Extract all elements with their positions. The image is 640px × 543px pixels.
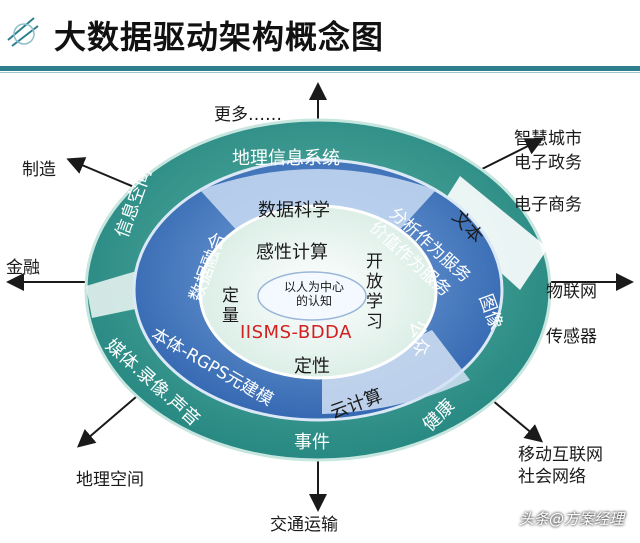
label-mobile-internet: 移动互联网 [518,445,603,465]
label-sensor: 传感器 [546,327,597,347]
core-model: IISMS-BDDA [240,322,352,343]
core-center: 以人为中心的认知 [283,280,344,308]
ring-outer-top: 地理信息系统 [232,148,340,169]
core-bottom: 定性 [294,356,330,377]
label-social-network: 社会网络 [518,467,586,487]
logo-icon [7,17,39,47]
label-manufacturing: 制造 [22,160,56,180]
title-rule [0,66,640,71]
label-finance: 金融 [6,258,40,278]
ring-middle-top: 数据科学 [258,200,330,221]
label-transport: 交通运输 [270,515,338,535]
watermark: 头条@方案经理 [518,510,624,528]
outer-ring-gap-left [86,270,140,318]
core-top: 感性计算 [256,242,328,263]
ring-outer-bottom: 事件 [294,432,330,453]
title-rule-thin [0,72,640,73]
center-bubble [257,271,367,321]
outer-ring-gap-right [436,176,548,290]
label-ecommerce: 电子商务 [514,195,582,215]
page-title: 大数据驱动架构概念图 [54,18,385,56]
label-iot: 物联网 [546,282,597,302]
label-egov: 电子政务 [514,153,582,173]
core-left: 定量 [222,286,239,326]
label-smart-city: 智慧城市 [514,129,582,149]
middle-ring-bottom-band [322,330,470,414]
label-geo-space: 地理空间 [76,470,144,490]
label-more: 更多…… [214,105,282,125]
core-right: 开放学习 [366,252,383,332]
